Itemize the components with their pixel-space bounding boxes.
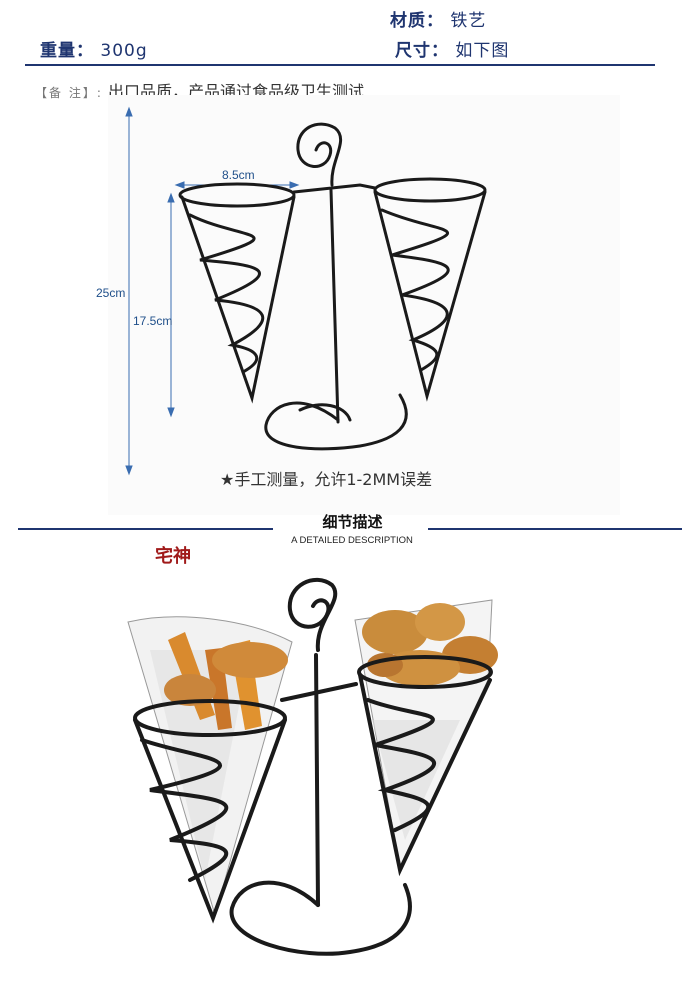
header-divider — [25, 64, 655, 66]
spec-weight: 重量： 300g — [40, 36, 148, 61]
dimension-cone-height: 17.5cm — [133, 314, 173, 328]
spec-weight-value: 300g — [100, 41, 148, 61]
measurement-tolerance-note: ★手工测量，允许1-2MM误差 — [220, 470, 433, 489]
photo-product — [127, 578, 498, 956]
note-tag: 【备 注】: — [35, 86, 103, 100]
spec-size: 尺寸： 如下图 — [395, 36, 509, 61]
section-subtitle: A DETAILED DESCRIPTION — [291, 535, 413, 546]
wire-stand-diagram — [178, 122, 487, 451]
section-divider-right — [428, 528, 682, 530]
spec-material: 材质： 铁艺 — [390, 6, 486, 31]
dimension-lines — [125, 106, 300, 476]
spec-size-label: 尺寸： — [395, 41, 449, 61]
spec-material-label: 材质： — [390, 11, 444, 31]
dimension-total-height: 25cm — [96, 286, 126, 300]
spec-size-value: 如下图 — [455, 41, 510, 61]
brand-logo: 宅神 — [155, 546, 191, 567]
dimension-diameter: 8.5cm — [222, 168, 255, 182]
section-title: 细节描述 — [322, 513, 383, 531]
section-divider-left — [18, 528, 273, 530]
spec-weight-label: 重量： — [40, 41, 94, 61]
spec-material-value: 铁艺 — [450, 11, 487, 31]
section-header: 细节描述 A DETAILED DESCRIPTION — [0, 505, 700, 555]
